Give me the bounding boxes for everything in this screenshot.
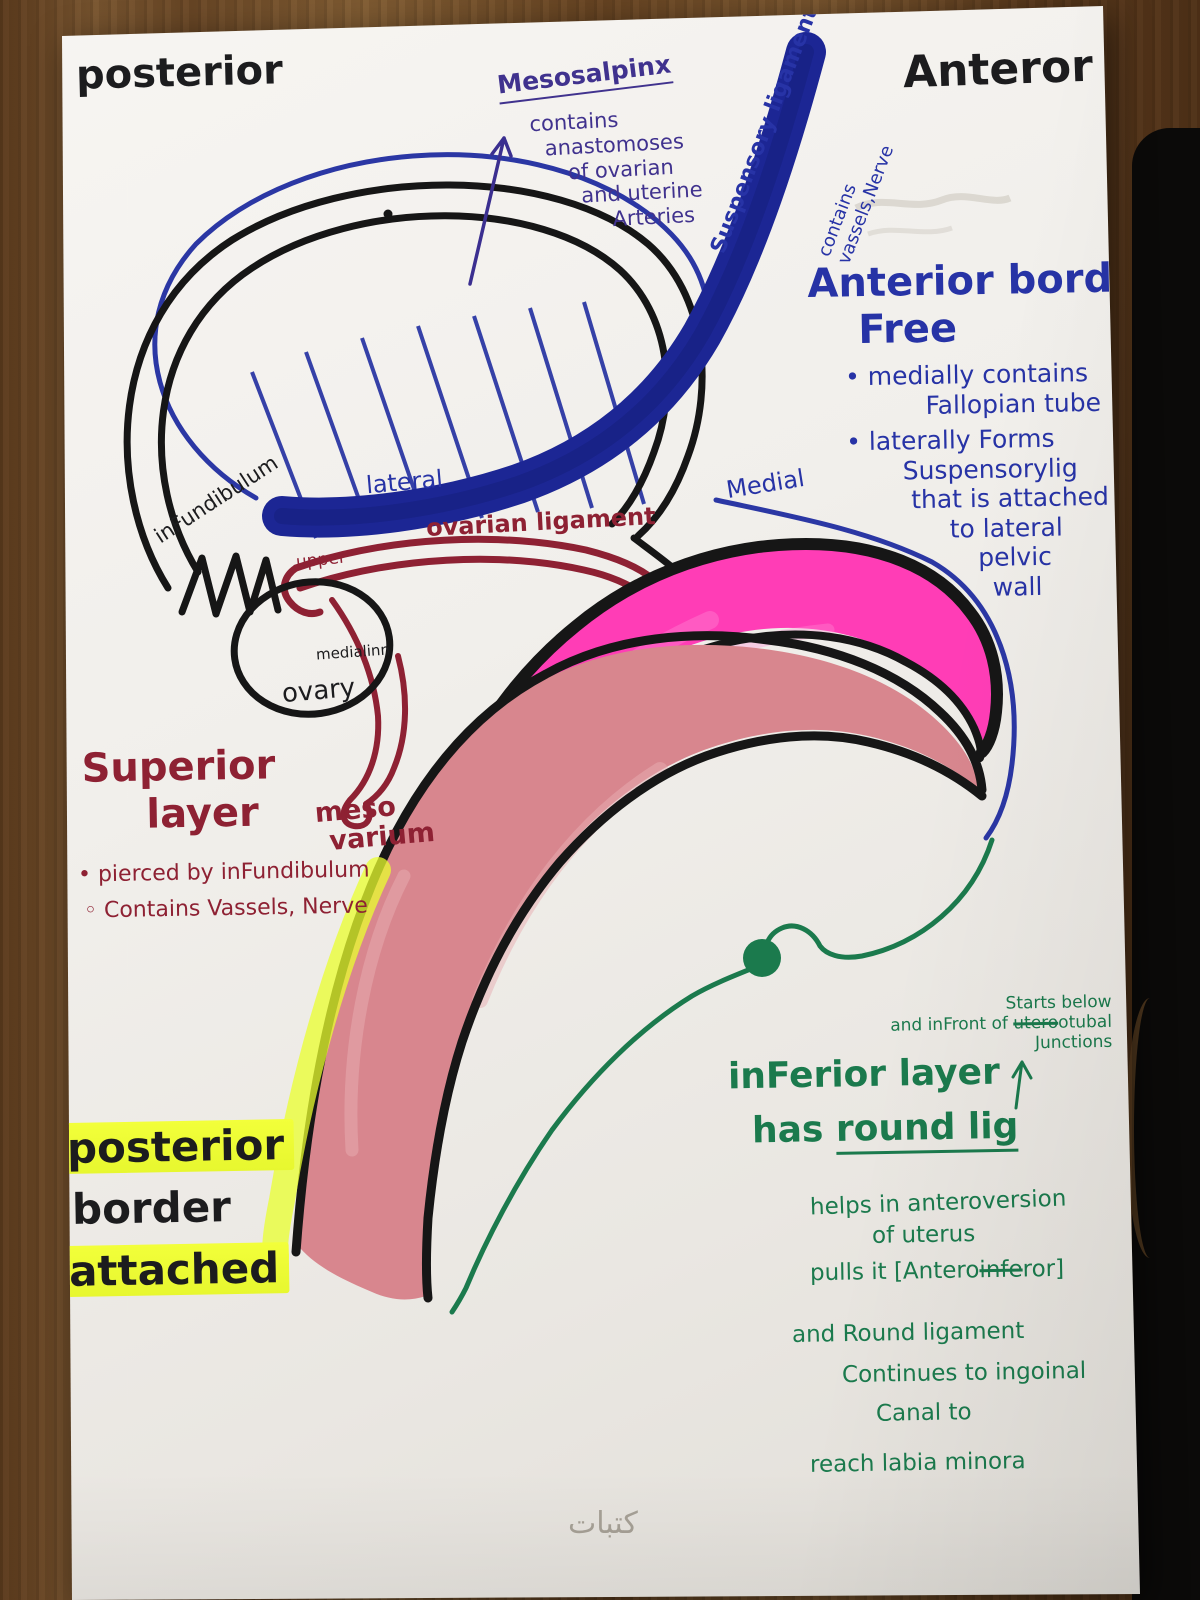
anterior-border-bullet-cont: pelvic [977,542,1053,573]
anterior-free-border-line-right [713,497,1017,841]
ovarian-ligament-label: ovarian ligament [425,502,657,542]
rose-marker-streak2 [344,869,411,1157]
lateral-label: lateral [364,464,444,500]
anterior-border-bullet-cont: Fallopian tube [925,387,1102,420]
anterior-border-bullet-cont: Suspensorylig [902,453,1078,486]
note-struck-text: utero [1013,1012,1059,1034]
rose-inner-black-outline [422,731,987,1303]
green-note-arrow [1011,1060,1033,1110]
uterus-inner-black-outline [448,630,985,892]
inferior-layer-text: pulls it [Anteroinferor] [810,1256,1065,1288]
infundibulum-label: inFundibulum [150,450,283,549]
note-text: and inFront of [890,1013,1014,1036]
upper-pole-label: upper [295,547,347,573]
round-lig-underlined: round lig [835,1105,1019,1155]
inferior-layer-heading: inFerior layer [727,1051,1001,1098]
suspensory-contents-line: contains [814,180,861,260]
anterior-label: Anteror [902,40,1094,99]
superior-layer-line: layer [146,789,260,838]
inferior-layer-text: helps in anteroversion [809,1185,1067,1221]
mesosalpinx-note-line: contains [528,107,619,137]
pink-marker-streak [471,611,719,809]
inferior-struck-text: infe [979,1256,1023,1284]
watermark: كتبات [568,1506,638,1541]
mesosalpinx-note-line: anastomoses [544,129,685,161]
posterior-border-line: posterior [62,1118,295,1175]
fimbriae-zigzag [178,552,282,618]
uterus-pink-layer [429,547,995,886]
round-ligament-note: Starts below and inFront of uterootubal … [861,992,1112,1056]
pink-marker-streak2 [553,623,835,747]
broad-ligament-rose-layer [300,644,978,1300]
mesosalpinx-note-line: of ovarian [567,154,675,184]
anterior-border-heading: Anterior border [807,254,1160,307]
fallopian-tube-inner-line [157,212,671,576]
uterus-outer-black-outline [420,537,1003,864]
medial-inn-label: medialinn [315,640,391,664]
rose-outer-black-outline [291,631,987,1257]
posterior-border-heading: posterior border attached [62,1114,296,1302]
fallopian-tube-outer-line [123,181,706,592]
rose-marker-streak [472,762,668,1008]
note-text: otubal [1058,1011,1113,1033]
suspensory-contents-line: vassels,Nerve [833,142,899,268]
mesosalpinx-label: Mesosalpinx [495,49,673,105]
posterior-label: posterior [75,47,284,99]
suspensory-ligament-band [262,32,826,538]
anterior-border-free: Free [857,305,958,354]
anterior-border-bullet: • laterally Forms [845,424,1055,457]
anterior-border-note: Anterior border Free • medially contains… [795,254,1160,606]
mesovarium-label-line: meso [313,791,398,830]
superior-layer-bullet: ◦ Contains Vassels, Nerve [83,893,368,924]
inferior-layer-text: reach labia minora [809,1448,1026,1478]
inferior-layer-text: Continues to ingoinal [841,1357,1087,1389]
inferior-text: pulls it [Antero [809,1257,980,1287]
inferior-layer-text: Canal to [875,1399,972,1427]
mesosalpinx-arrow [468,136,513,286]
pencil-scribble [854,193,1012,237]
inferior-text: ror] [1022,1255,1065,1283]
superior-layer-heading: Superior layer [81,742,276,840]
mesovarium-label-line: varium [328,817,437,858]
posterior-border-line: attached [64,1241,290,1297]
heading-text: has [751,1108,837,1152]
mesovarium-label: meso varium [313,789,437,858]
tube-isthmus-connector [630,534,682,576]
round-ligament-line [449,837,995,1315]
tube-top-dot [383,209,393,219]
inferior-layer-text: and Round ligament [791,1317,1025,1349]
suspensory-ligament-label: Suspensory ligament [706,3,824,257]
dark-object-right [1126,128,1200,1600]
yellow-highlight-stroke [262,857,391,1269]
inferior-layer-text: of uterus [871,1221,976,1249]
medial-label: Medial [724,464,807,504]
posterior-border-line: border [71,1182,232,1235]
inferior-layer-heading-2: has round lig [751,1105,1019,1155]
anterior-border-bullet: • medially contains [844,358,1089,392]
suspensory-contents-label: contains vassels,Nerve [814,135,899,267]
anterior-border-bullet-cont: that is attached [910,482,1110,515]
mesosalpinx-note-line: Arteries [611,202,696,232]
anterior-border-bullet-cont: to lateral [949,512,1064,544]
ovary-label: ovary [280,672,357,710]
round-ligament-note-line: and inFront of uterootubal [862,1012,1112,1036]
ovary-circle [230,578,394,718]
superior-layer-line: Superior [81,742,276,792]
superior-layer-bullet: • pierced by inFundibulum [77,857,370,888]
mesosalpinx-note-line: and uterine [580,177,704,208]
anterior-free-border-line-left [152,152,711,501]
mesosalpinx-note: contains anastomoses of ovarian and uter… [521,103,705,236]
round-ligament-dot [743,939,781,977]
mesovarium-line [329,597,409,830]
anterior-border-bullet-cont: wall [992,571,1043,602]
mesosalpinx-hatch-lines [250,301,646,539]
suspensory-ligament-band-shade [274,44,814,526]
round-ligament-note-line: Junctions [1034,1031,1113,1054]
round-ligament-note-line: Starts below [1005,991,1112,1014]
ovarian-ligament-band [280,535,658,618]
